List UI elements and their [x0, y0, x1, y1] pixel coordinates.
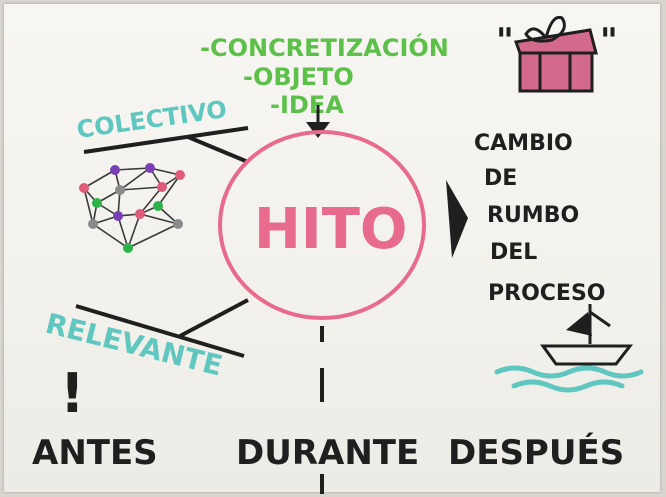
right-text-line: PROCESO: [488, 281, 606, 306]
top-list: -CONCRETIZACIÓN -OBJETO -IDEA: [200, 32, 449, 119]
bottom-labels: ANTES DURANTE DESPUÉS: [32, 432, 624, 473]
right-text-line: RUMBO: [487, 203, 579, 228]
center-word-hito: HITO: [254, 197, 408, 262]
right-text-line: DEL: [490, 240, 537, 265]
gift-quote-close: ": [600, 21, 618, 61]
water-waves: [494, 365, 644, 393]
top-list-item: -OBJETO: [243, 63, 354, 91]
colectivo-connector: [83, 126, 249, 164]
right-text-line: DE: [484, 166, 517, 191]
label-colectivo: COLECTIVO: [75, 95, 229, 144]
sailboat-icon: [540, 304, 634, 366]
hito-circle: [218, 130, 426, 320]
network-graph-icon: [79, 163, 185, 253]
top-list-item: -IDEA: [270, 91, 344, 119]
gift-icon: [513, 15, 598, 93]
exclamation-mark: !: [60, 362, 85, 425]
bottom-label-despues: DESPUÉS: [448, 432, 624, 473]
right-text: CAMBIO DE RUMBO DEL PROCESO: [474, 131, 606, 306]
bottom-label-antes: ANTES: [32, 433, 158, 473]
down-arrow-icon: [306, 105, 330, 138]
relevante-connector: [75, 298, 249, 358]
right-arrow-icon: [446, 180, 468, 258]
top-list-item: -CONCRETIZACIÓN: [200, 32, 449, 62]
right-text-line: CAMBIO: [474, 131, 573, 156]
bottom-label-durante: DURANTE: [236, 433, 419, 473]
gift-quote-open: ": [496, 21, 514, 61]
